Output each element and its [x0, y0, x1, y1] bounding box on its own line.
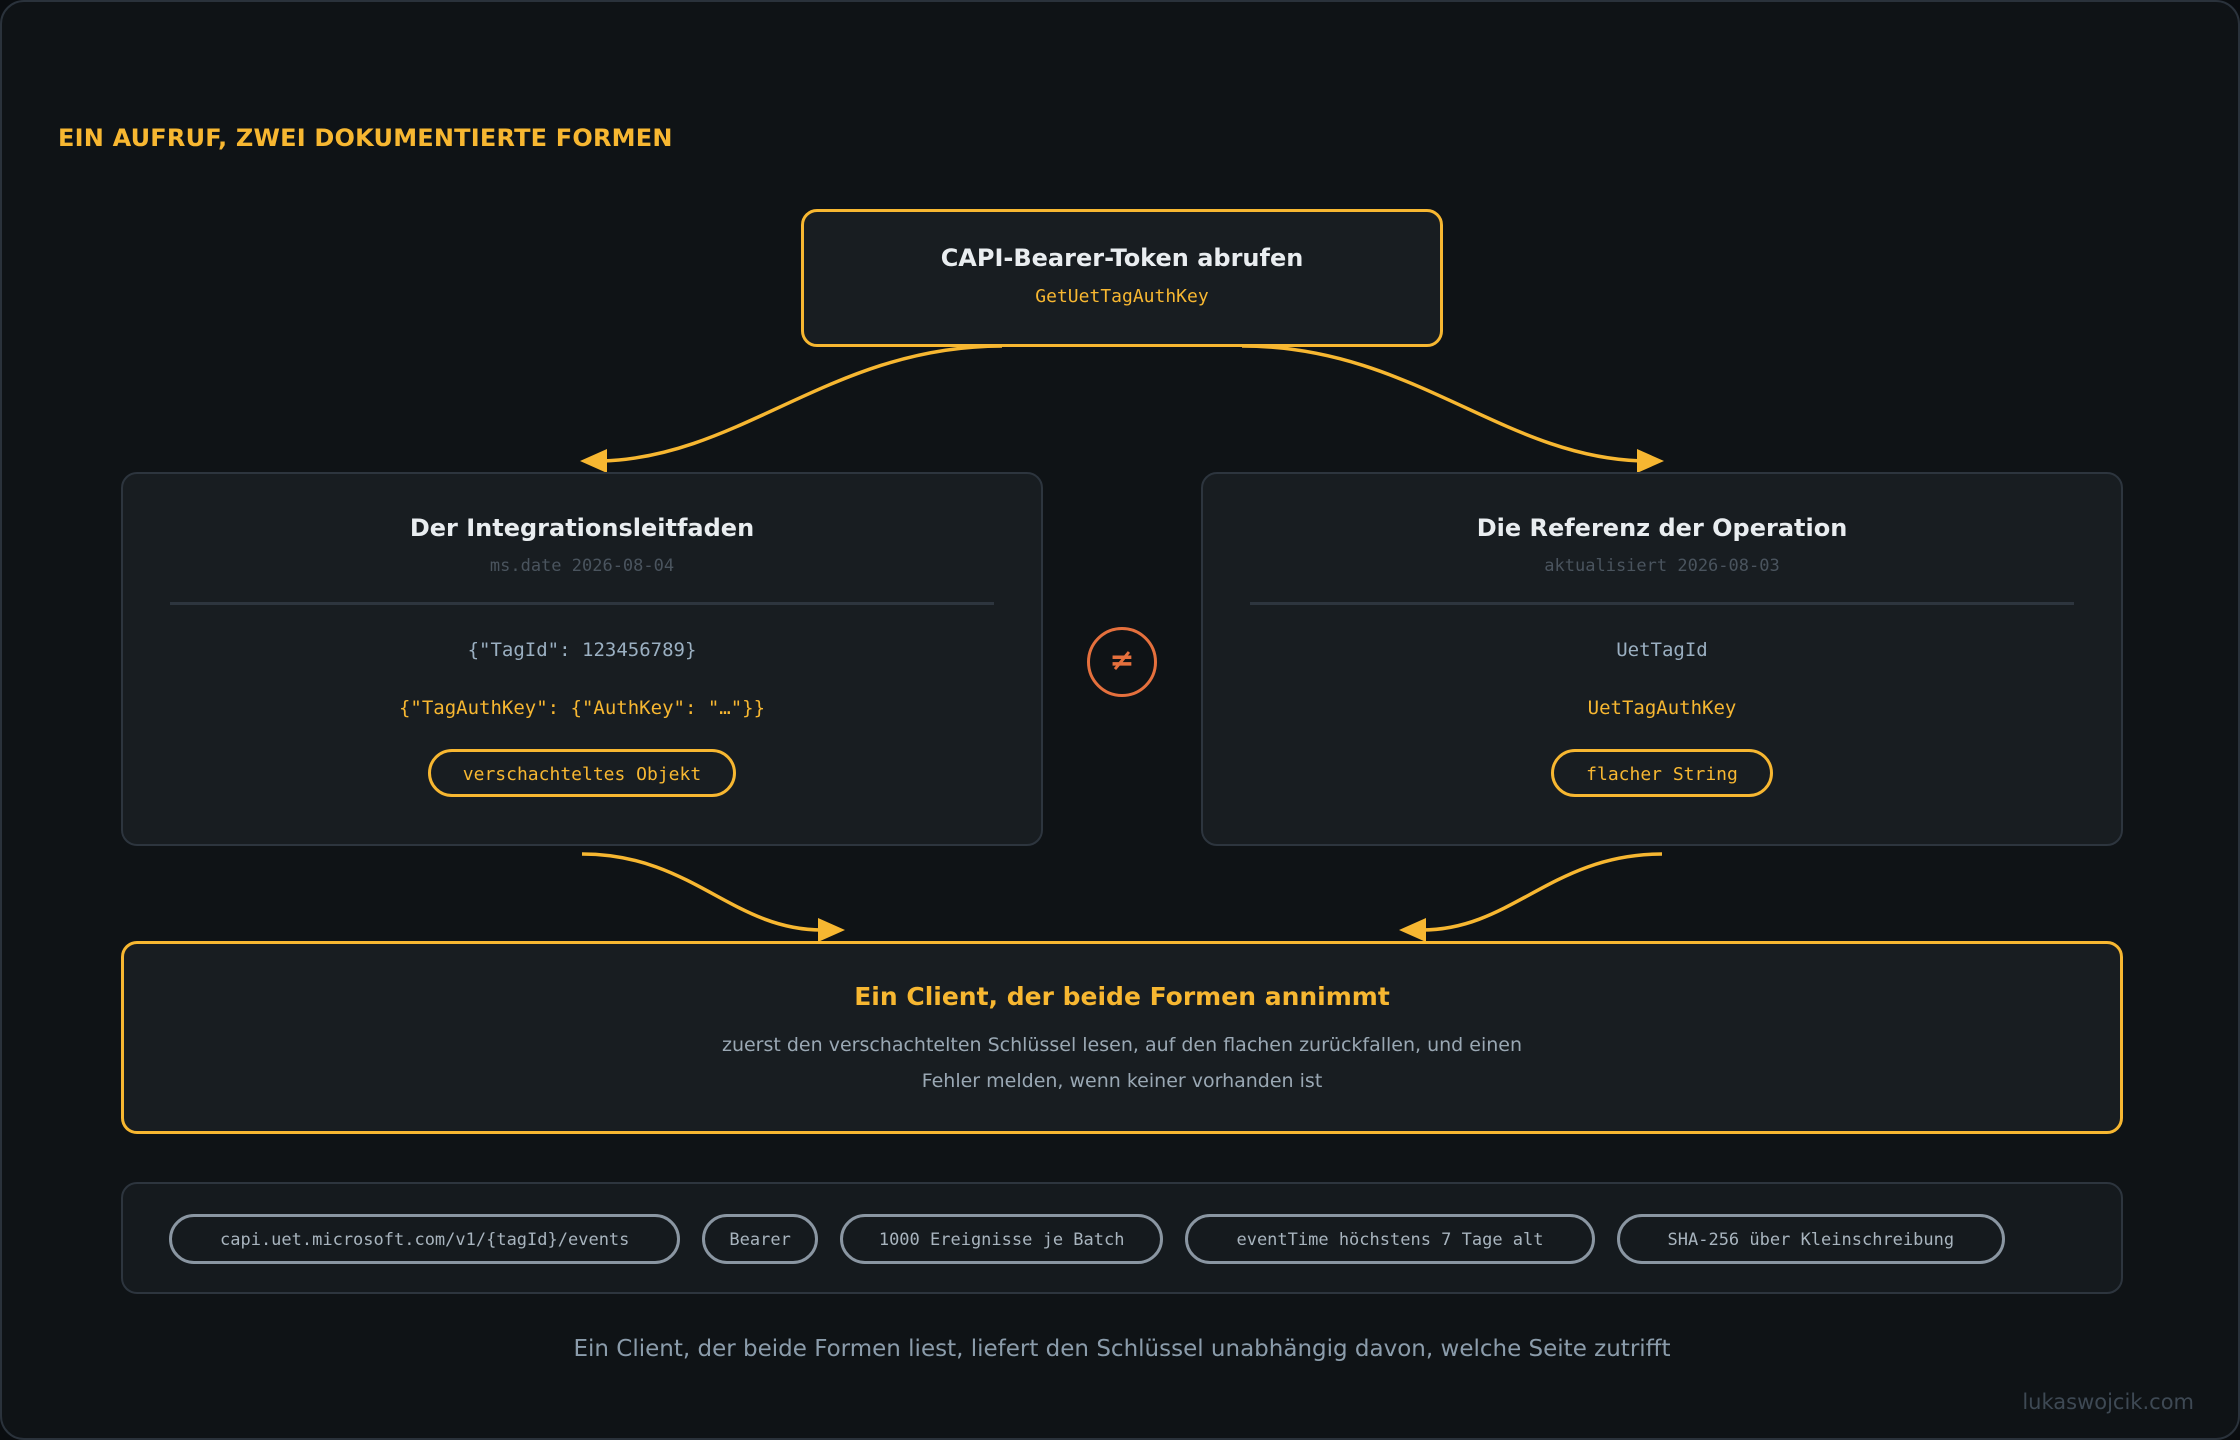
integration-guide-request: {"TagId": 123456789}: [467, 639, 697, 661]
batch-limit-tag: 1000 Ereignisse je Batch: [839, 1214, 1164, 1264]
operation-reference-panel: Die Referenz der Operation aktualisiert …: [1201, 472, 2123, 846]
not-equal-icon: ≠: [1087, 627, 1157, 697]
arrow-left-to-result: [581, 852, 823, 932]
operation-reference-request: UetTagId: [1616, 639, 1708, 661]
token-request-box: CAPI-Bearer-Token abrufen GetUetTagAuthK…: [801, 209, 1443, 347]
hashing-tag: SHA-256 über Kleinschreibung: [1616, 1214, 2006, 1264]
integration-guide-title: Der Integrationsleitfaden: [409, 514, 755, 542]
integration-guide-panel: Der Integrationsleitfaden ms.date 2026-0…: [121, 472, 1043, 846]
client-solution-description: zuerst den verschachtelten Schlüssel les…: [124, 1027, 2120, 1099]
panel-divider: [1250, 602, 2074, 605]
flat-string-badge: flacher String: [1551, 749, 1773, 797]
client-solution-box: Ein Client, der beide Formen annimmt zue…: [121, 941, 2123, 1134]
arrowhead-result-right: [1399, 918, 1426, 942]
integration-guide-response: {"TagAuthKey": {"AuthKey": "…"}}: [398, 697, 766, 719]
auth-scheme-tag: Bearer: [702, 1214, 818, 1264]
arrowhead-result-left: [818, 918, 845, 942]
fact-tag-bar: capi.uet.microsoft.com/v1/{tagId}/events…: [121, 1182, 2123, 1294]
page-heading: EIN AUFRUF, ZWEI DOKUMENTIERTE FORMEN: [58, 124, 673, 152]
client-solution-line-1: zuerst den verschachtelten Schlüssel les…: [721, 1034, 1523, 1056]
client-solution-line-2: Fehler melden, wenn keiner vorhanden ist: [921, 1070, 1323, 1092]
client-solution-title: Ein Client, der beide Formen annimmt: [854, 982, 1390, 1011]
operation-reference-title: Die Referenz der Operation: [1476, 514, 1848, 542]
panel-divider: [170, 602, 994, 605]
fact-tag-row: capi.uet.microsoft.com/v1/{tagId}/events…: [169, 1214, 2006, 1264]
footer-caption: Ein Client, der beide Formen liest, lief…: [573, 1336, 1671, 1362]
endpoint-tag: capi.uet.microsoft.com/v1/{tagId}/events: [169, 1214, 681, 1264]
arrow-top-to-right: [1241, 344, 1643, 463]
operation-reference-response: UetTagAuthKey: [1587, 697, 1737, 719]
arrow-right-to-result: [1421, 852, 1663, 932]
event-time-tag: eventTime höchstens 7 Tage alt: [1185, 1214, 1595, 1264]
arrowhead-left-panel: [580, 449, 607, 473]
nested-object-badge: verschachteltes Objekt: [427, 749, 737, 797]
token-request-title: CAPI-Bearer-Token abrufen: [940, 244, 1304, 272]
credit-link[interactable]: lukaswojcik.com: [2022, 1390, 2194, 1414]
arrow-top-to-left: [601, 344, 1003, 463]
integration-guide-date: ms.date 2026-08-04: [489, 556, 675, 576]
arrowhead-right-panel: [1637, 449, 1664, 473]
operation-reference-date: aktualisiert 2026-08-03: [1544, 556, 1780, 576]
operation-name: GetUetTagAuthKey: [1035, 286, 1209, 307]
